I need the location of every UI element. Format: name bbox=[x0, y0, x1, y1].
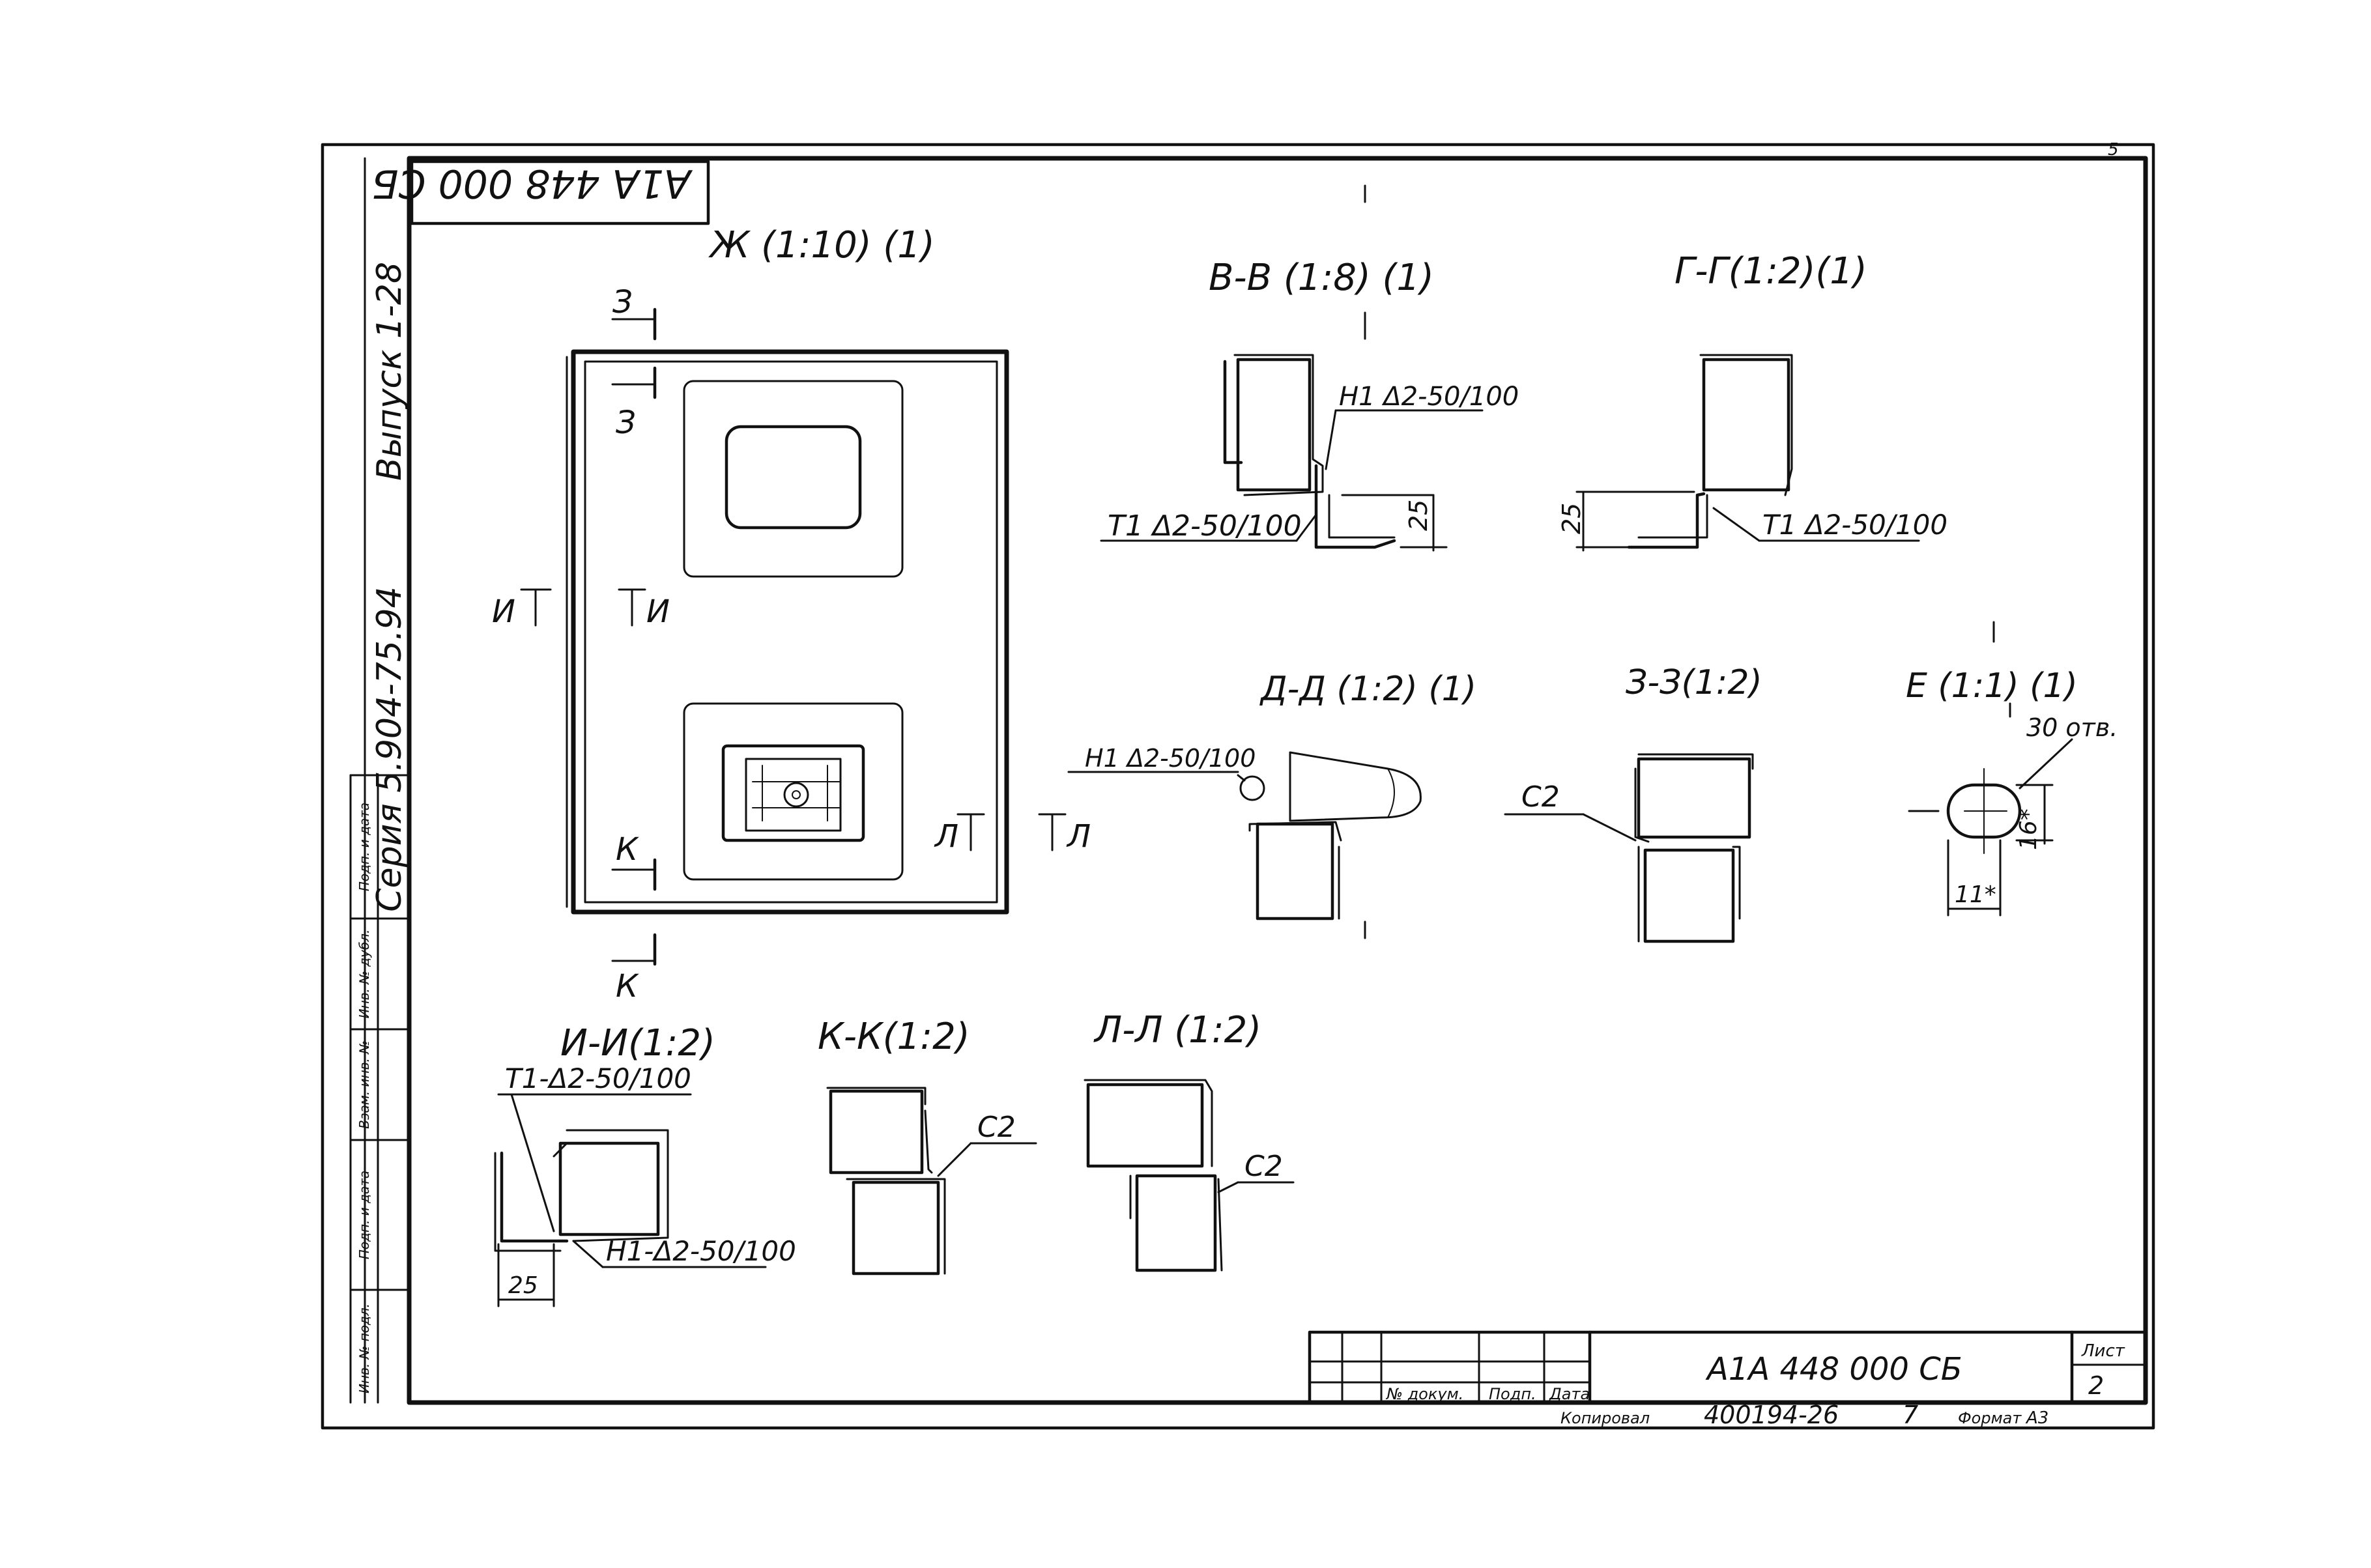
series-text: Серия 5.904-75.94 bbox=[370, 586, 409, 911]
section-vv-title: В-В (1:8) (1) bbox=[1209, 257, 1434, 299]
side-strip: Серия 5.904-75.94 Выпуск 1-28 Подп. и да… bbox=[349, 157, 410, 1404]
side-cell-4: Подп. и дата bbox=[356, 1171, 372, 1259]
inner-frame bbox=[407, 156, 2148, 1405]
page-mark: 5 bbox=[2108, 140, 2119, 160]
top-stamp-text: A1A 448 000 CБ bbox=[371, 160, 693, 206]
cut-k-top: К bbox=[616, 831, 639, 868]
tb-sheet-no: 2 bbox=[2088, 1371, 2104, 1400]
gg-dim-25: 25 bbox=[1557, 503, 1586, 534]
e-dim-h: 16* bbox=[2015, 808, 2042, 850]
tb-header-sign: Подп. bbox=[1489, 1385, 1536, 1403]
section-kk: К-К(1:2) С2 bbox=[818, 1016, 1037, 1276]
cut-i-right: И bbox=[646, 593, 670, 630]
e-dim-w: 11* bbox=[1955, 881, 1996, 908]
view-zh-title: Ж (1:10) (1) bbox=[708, 224, 935, 266]
side-cell-2: Инв. № дубл. bbox=[356, 930, 372, 1019]
section-vv: В-В (1:8) (1) 25 Н1 Δ2-50/100 Т1 Δ2-50/1… bbox=[1100, 184, 1519, 552]
section-gg-title: Г-Г(1:2)(1) bbox=[1674, 250, 1867, 292]
cut-i-left: И bbox=[492, 593, 515, 630]
gg-weld: Т1 Δ2-50/100 bbox=[1762, 509, 1947, 541]
kk-weld: С2 bbox=[977, 1111, 1016, 1144]
view-e: Е (1:1) (1) 30 отв. 16* 11* bbox=[1906, 621, 2118, 917]
cut-k-bottom: К bbox=[616, 968, 639, 1005]
cut-l-left: Л bbox=[934, 818, 958, 855]
tb-format-label: Формат bbox=[1958, 1409, 2022, 1427]
tb-designation: A1A 448 000 CБ bbox=[1705, 1351, 1962, 1388]
ii-weld-top: Т1-Δ2-50/100 bbox=[505, 1062, 691, 1094]
ll-weld: С2 bbox=[1244, 1150, 1283, 1183]
issue-text: Выпуск 1-28 bbox=[370, 262, 409, 481]
section-gg: Г-Г(1:2)(1) 25 Т1 Δ2-50/100 bbox=[1557, 250, 1947, 552]
tb-copied-label: Копировал bbox=[1560, 1409, 1650, 1427]
section-zz-title: З-З(1:2) bbox=[1626, 663, 1762, 702]
side-cell-1: Подп. и дата bbox=[356, 803, 372, 891]
side-cell-3: Взам. инв. № bbox=[356, 1040, 372, 1129]
ii-dim: 25 bbox=[508, 1272, 538, 1299]
ii-weld-bottom: Н1-Δ2-50/100 bbox=[606, 1235, 796, 1267]
cut-l-right: Л bbox=[1066, 818, 1091, 855]
section-ll: Л-Л (1:2) С2 bbox=[1084, 1009, 1295, 1272]
side-cell-5: Инв. № подл. bbox=[356, 1304, 372, 1393]
vv-weld-top: Н1 Δ2-50/100 bbox=[1339, 382, 1519, 412]
tb-sheet-label: Лист bbox=[2081, 1341, 2125, 1361]
tb-copy-mark: 7 bbox=[1903, 1401, 1918, 1429]
zz-weld: С2 bbox=[1521, 780, 1560, 814]
section-ii: И-И(1:2) Т1-Δ2-50/100 25 Н1-Δ2-50/100 bbox=[494, 1022, 796, 1307]
section-zz: З-З(1:2) С2 bbox=[1504, 663, 1762, 943]
tb-header-doc: № докум. bbox=[1385, 1385, 1463, 1403]
section-dd-title: Д-Д (1:2) (1) bbox=[1259, 670, 1476, 709]
section-ii-title: И-И(1:2) bbox=[560, 1022, 715, 1064]
tb-format-value: А3 bbox=[2025, 1408, 2048, 1428]
e-note: 30 отв. bbox=[2026, 713, 2118, 742]
tb-copy-no: 400194-26 bbox=[1704, 1401, 1839, 1429]
cut-z-top: З bbox=[612, 284, 633, 321]
vv-dim-25: 25 bbox=[1404, 500, 1433, 531]
section-dd: Д-Д (1:2) (1) Н1 Δ2-50/100 bbox=[1067, 670, 1476, 939]
section-ll-title: Л-Л (1:2) bbox=[1093, 1009, 1261, 1051]
cut-z-bottom: З bbox=[616, 405, 636, 441]
section-kk-title: К-К(1:2) bbox=[818, 1016, 970, 1058]
view-zh: Ж (1:10) (1) З З И И К К bbox=[492, 224, 1091, 1005]
view-e-title: Е (1:1) (1) bbox=[1906, 666, 2078, 706]
top-stamp: A1A 448 000 CБ bbox=[371, 160, 710, 225]
title-block: № докум. Подп. Дата A1A 448 000 CБ Лист … bbox=[1308, 1330, 2148, 1429]
dd-weld: Н1 Δ2-50/100 bbox=[1085, 744, 1256, 773]
vv-weld-bottom: Т1 Δ2-50/100 bbox=[1108, 509, 1302, 543]
tb-header-date: Дата bbox=[1549, 1385, 1590, 1403]
outer-frame bbox=[321, 143, 2155, 1430]
